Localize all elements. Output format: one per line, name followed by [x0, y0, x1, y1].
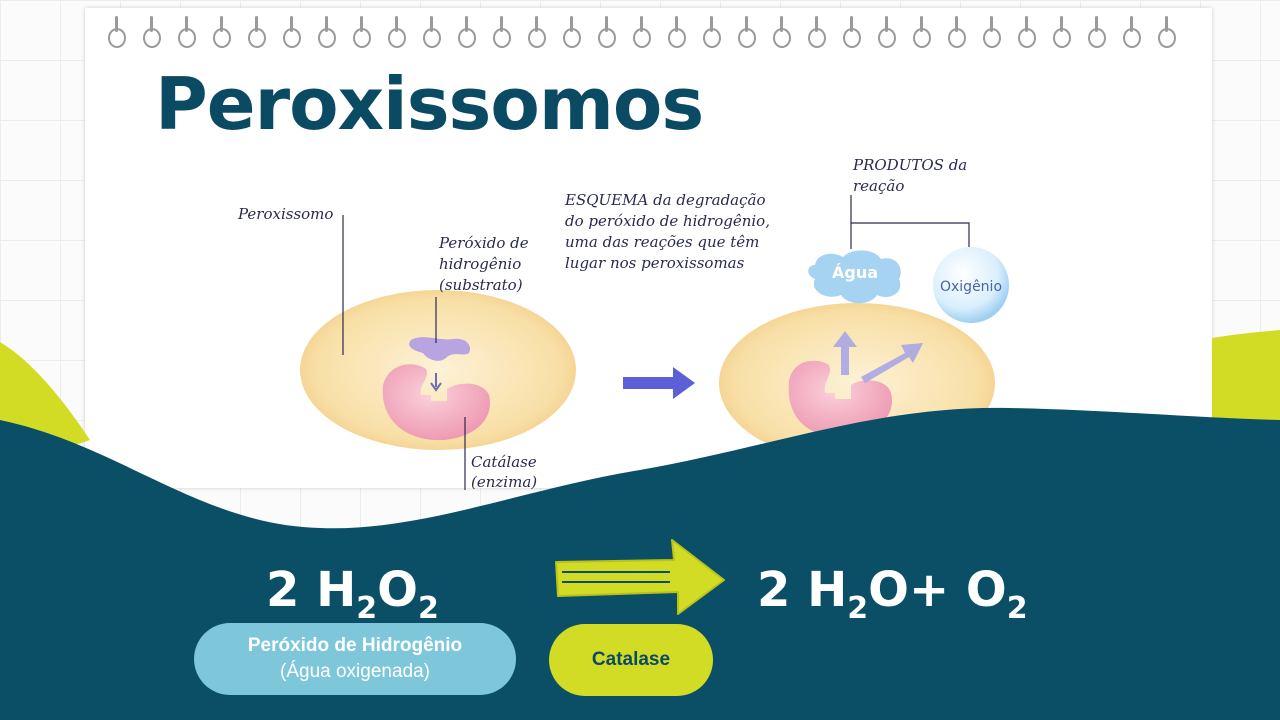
product-arrow-up — [833, 331, 857, 375]
spiral-ring — [318, 16, 336, 48]
products-bracket — [850, 195, 970, 247]
label-peroxido-line2: hidrogênio — [439, 255, 521, 273]
spiral-ring — [773, 16, 791, 48]
spiral-ring — [283, 16, 301, 48]
spiral-ring — [633, 16, 651, 48]
small-down-arrow — [430, 373, 442, 392]
spiral-ring — [913, 16, 931, 48]
spiral-ring — [353, 16, 371, 48]
pill-label-main: Peróxido de Hidrogênio — [247, 635, 463, 656]
product-arrow-diagonal — [861, 343, 923, 383]
label-esquema-line3: uma das reações que têm — [565, 233, 759, 251]
spiral-ring — [878, 16, 896, 48]
pill-label-catalase: Catalase — [591, 649, 671, 670]
spiral-ring — [843, 16, 861, 48]
spiral-ring — [178, 16, 196, 48]
oxygen-sphere — [933, 247, 1009, 323]
page-title: Peroxissomos — [155, 62, 704, 146]
pill-label-sub: (Água oxigenada) — [280, 661, 430, 682]
spiral-ring — [738, 16, 756, 48]
label-produtos-line1: PRODUTOS da — [852, 156, 967, 174]
spiral-ring — [213, 16, 231, 48]
label-peroxido-line1: Peróxido de — [438, 234, 529, 252]
product-formula: 2 H2O+ O2 — [757, 562, 1028, 626]
spiral-ring — [563, 16, 581, 48]
spiral-ring — [983, 16, 1001, 48]
label-produtos-line2: reação — [853, 177, 904, 195]
spiral-ring — [598, 16, 616, 48]
label-catalase-line2: (enzima) — [471, 473, 537, 491]
spiral-ring — [423, 16, 441, 48]
label-esquema-line4: lugar nos peroxissomas — [565, 254, 745, 272]
spiral-ring — [1158, 16, 1176, 48]
label-esquema-line2: do peróxido de hidrogênio, — [565, 212, 770, 230]
spiral-ring — [493, 16, 511, 48]
spiral-ring — [458, 16, 476, 48]
catalase-pill: Catalase — [549, 624, 713, 696]
label-peroxido-line3: (substrato) — [439, 276, 523, 294]
spiral-ring — [948, 16, 966, 48]
spiral-ring — [703, 16, 721, 48]
spiral-ring — [388, 16, 406, 48]
water-molecule-blob — [808, 250, 901, 304]
spiral-ring — [1123, 16, 1141, 48]
spiral-ring — [1018, 16, 1036, 48]
substrate-molecule — [409, 337, 471, 361]
hydrogen-peroxide-pill: Peróxido de Hidrogênio (Água oxigenada) — [194, 623, 516, 695]
water-label: Água — [832, 263, 878, 282]
label-catalase-line1: Catálase — [471, 453, 537, 471]
reaction-arrow — [623, 367, 695, 399]
reactant-formula: 2 H2O2 — [266, 562, 439, 626]
spiral-ring — [808, 16, 826, 48]
oxygen-label: Oxigênio — [940, 279, 1002, 295]
spiral-ring — [248, 16, 266, 48]
spiral-ring — [668, 16, 686, 48]
reaction-arrow-big — [555, 539, 725, 615]
spiral-ring — [1053, 16, 1071, 48]
label-esquema-line1: ESQUEMA da degradação — [564, 191, 766, 209]
spiral-ring — [1088, 16, 1106, 48]
spiral-ring — [108, 16, 126, 48]
peroxisome-diagram: Água Oxigênio Peroxissomo Peróxido de hi… — [237, 156, 1009, 491]
spiral-ring — [528, 16, 546, 48]
spiral-ring — [143, 16, 161, 48]
label-peroxissomo: Peroxissomo — [237, 205, 333, 223]
